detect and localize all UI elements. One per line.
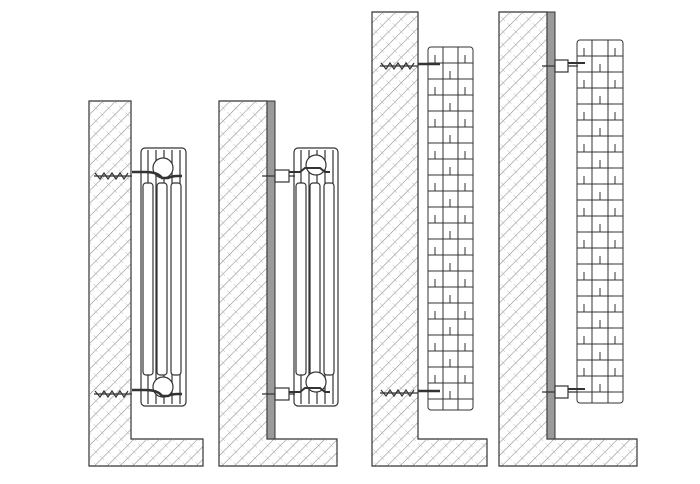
radiator xyxy=(293,147,339,407)
panel-4 xyxy=(498,11,638,467)
panel-2 xyxy=(218,100,339,467)
top-bracket xyxy=(262,167,330,183)
radiator xyxy=(140,147,187,407)
top-bracket xyxy=(542,59,585,73)
cladding-panel xyxy=(546,11,556,440)
bottom-bracket xyxy=(262,387,330,401)
radiator xyxy=(427,46,474,411)
panel-3 xyxy=(371,11,488,467)
bottom-bracket xyxy=(94,388,182,399)
radiator xyxy=(576,39,624,404)
bottom-bracket xyxy=(380,388,440,398)
bottom-bracket xyxy=(542,385,585,399)
panel-1 xyxy=(88,100,204,467)
top-bracket xyxy=(380,61,440,71)
top-bracket xyxy=(94,170,182,181)
cladding-panel xyxy=(266,100,276,440)
